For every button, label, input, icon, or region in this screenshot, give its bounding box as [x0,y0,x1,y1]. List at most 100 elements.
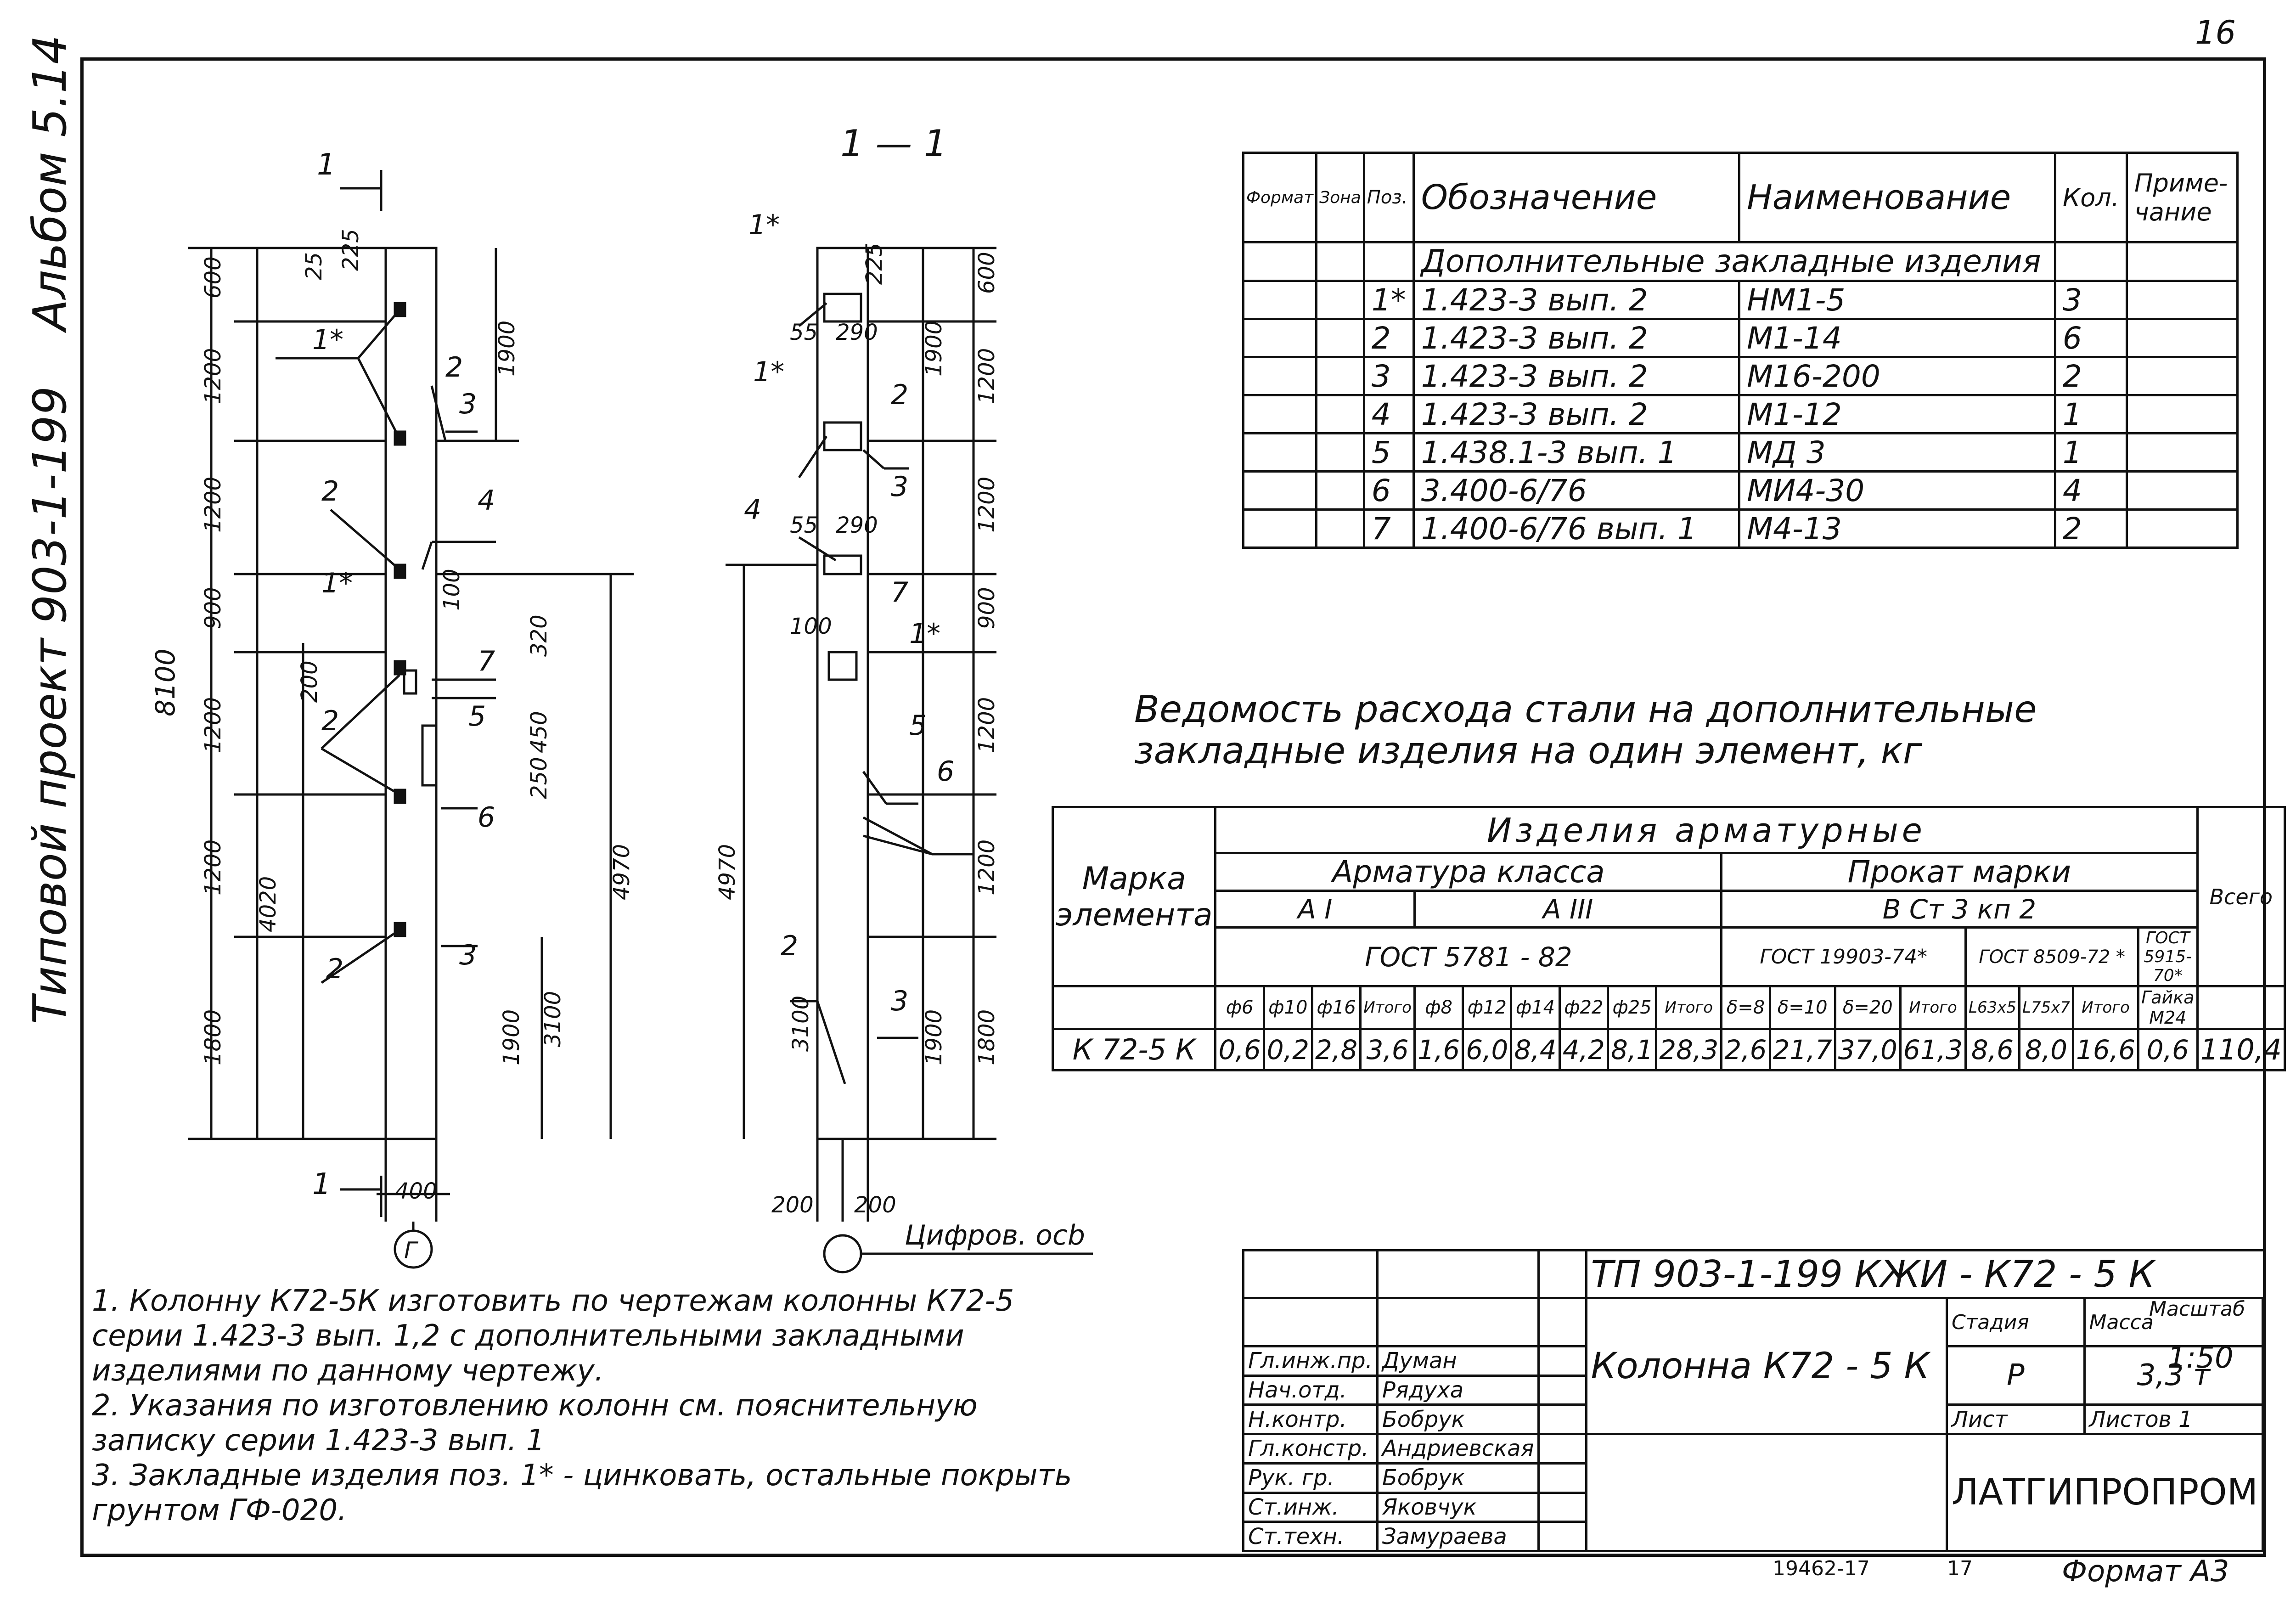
stamp-role: Ст.техн. [1242,1521,1379,1552]
stamp-person: Бобрук [1376,1462,1540,1494]
spec-header-format: Формат [1242,152,1318,243]
note-3: 3. Закладные изделия поз. 1* - цинковать… [92,1459,1072,1527]
steel-mark-header: Марка элемента [1051,806,1217,987]
spec-header-designation: Обозначение [1412,152,1741,243]
steel-col-header: ф12 [1462,985,1513,1030]
svg-text:2: 2 [445,351,463,383]
spec-header-note: Приме-чание [2125,152,2239,243]
stamp-role: Гл.констр. [1242,1433,1379,1465]
svg-text:3: 3 [891,985,908,1017]
svg-text:7: 7 [891,576,908,608]
steel-col-header: Гайка М24 [2137,985,2199,1030]
stamp-person: Думан [1376,1345,1540,1377]
svg-text:225: 225 [861,242,887,285]
svg-text:3: 3 [459,939,477,971]
svg-text:320: 320 [526,614,552,657]
svg-text:1*: 1* [748,209,780,241]
spec-header-zone: Зона [1315,152,1365,243]
stamp-person: Бобрук [1376,1403,1540,1436]
column-drawing: 600 1200 1200 900 1200 1200 1800 8100 40… [150,122,1093,1273]
svg-text:4: 4 [744,494,761,526]
svg-text:1*: 1* [312,324,343,356]
svg-text:1200: 1200 [200,839,226,896]
stamp-stage-label: Стадия [1945,1297,2086,1347]
notes: 1. Колонну К72-5К изготовить по чертежам… [92,1284,1102,1528]
svg-text:1: 1 [312,1167,331,1201]
svg-text:1900: 1900 [921,321,947,377]
axis-letter: Г [404,1237,419,1264]
svg-text:1800: 1800 [974,1009,1000,1065]
stamp-role: Ст.инж. [1242,1491,1379,1523]
footer-copy: 17 [1947,1557,1973,1580]
spec-header-pos: Поз. [1362,152,1415,243]
steel-col-header: Итого [1359,985,1416,1030]
steel-armature-class: Арматура класса [1214,852,1723,892]
svg-text:1*: 1* [753,356,784,388]
steel-col-header: ф10 [1262,985,1313,1030]
svg-text:3: 3 [891,471,908,503]
steel-col-header: ф22 [1558,985,1609,1030]
svg-text:55: 55 [790,513,818,538]
stamp-scale-label: Масштаб [2149,1297,2245,1321]
stamp-sheets-label: Листов 1 [2083,1403,2264,1436]
svg-text:200: 200 [297,660,322,703]
section-mark: 1 [317,148,336,182]
steel-title-line2: закладные изделия на один элемент, кг [1134,729,1922,772]
footer-format: Формат А3 [2062,1555,2229,1589]
spec-header-qty: Кол. [2054,152,2128,243]
spec-table: Формат Зона Поз. Обозначение Наименовани… [1242,152,2239,549]
svg-text:1200: 1200 [974,477,1000,533]
svg-text:1*: 1* [321,567,353,599]
svg-text:2: 2 [891,379,908,411]
svg-text:1900: 1900 [921,1009,947,1065]
stamp-stage: Р [1945,1345,2086,1406]
svg-text:6: 6 [937,755,954,788]
steel-col-header: ф6 [1214,985,1265,1030]
svg-text:100: 100 [439,569,465,611]
svg-text:3: 3 [459,388,477,420]
svg-text:400: 400 [395,1178,437,1204]
svg-text:4970: 4970 [609,844,635,900]
svg-text:200: 200 [854,1192,896,1218]
steel-total-header: Всего [2196,806,2286,987]
steel-total-value: 110,4 [2196,1028,2286,1071]
svg-text:225: 225 [338,229,364,271]
svg-text:6: 6 [478,801,495,834]
spec-header-name: Наименование [1738,152,2056,243]
steel-col-header: Итого [1899,985,1967,1030]
steel-col-header: ф8 [1413,985,1464,1030]
svg-text:4970: 4970 [715,844,740,900]
stamp-title: Колонна К72 - 5 К [1585,1297,1948,1436]
steel-title: Ведомость расхода стали на дополнительны… [1134,689,2037,772]
page-number: 16 [2195,14,2236,51]
footer-inv: 19462-17 [1773,1557,1870,1580]
svg-text:1200: 1200 [200,477,226,533]
stamp-role: Н.контр. [1242,1403,1379,1436]
steel-col-header: L75x7 [2018,985,2074,1030]
steel-col-header: δ=10 [1768,985,1836,1030]
steel-gost-1: ГОСТ 19903-74* [1720,926,1967,987]
stamp-person: Рядуха [1376,1374,1540,1406]
steel-gost-armature: ГОСТ 5781 - 82 [1214,926,1723,987]
svg-text:1200: 1200 [974,697,1000,753]
steel-col-header: ф14 [1510,985,1561,1030]
steel-table: Марка элемента Изделия арматурные Всего … [1051,806,2286,1071]
svg-text:1900: 1900 [494,321,520,377]
steel-gost-3: ГОСТ 5915-70* [2137,926,2199,987]
steel-rolled-grade: В Ст 3 кп 2 [1720,890,2199,929]
steel-group-header: Изделия арматурные [1214,806,2199,854]
svg-text:290: 290 [836,320,878,345]
svg-text:2: 2 [321,475,339,507]
section-title: 1 — 1 [840,122,947,165]
steel-title-line1: Ведомость расхода стали на дополнительны… [1134,688,2037,731]
svg-text:1200: 1200 [200,697,226,753]
svg-text:900: 900 [200,587,226,629]
stamp-role: Рук. гр. [1242,1462,1379,1494]
axis-note: Цифров. осb [905,1219,1085,1251]
